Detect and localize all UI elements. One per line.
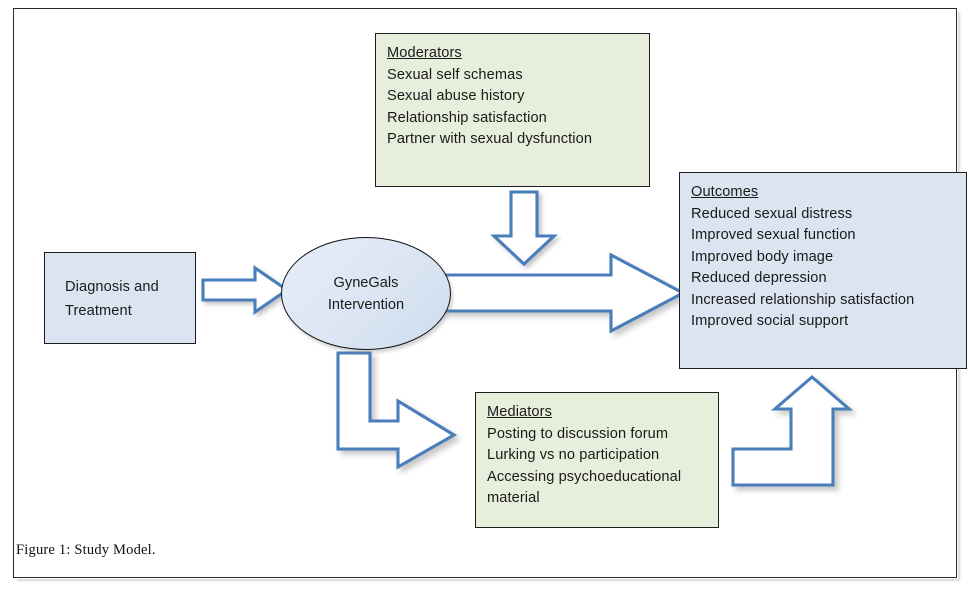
intervention-line-1: Intervention bbox=[327, 296, 405, 313]
moderators-header: Moderators bbox=[387, 45, 462, 61]
moderators-item-3: Partner with sexual dysfunction bbox=[387, 131, 593, 147]
mediators-item-0: Posting to discussion forum bbox=[487, 425, 669, 442]
arrow-intervention-to-mediators bbox=[336, 351, 458, 470]
diagnosis-treatment-box: Diagnosis and Treatment bbox=[44, 252, 196, 344]
moderators-item-0: Sexual self schemas bbox=[387, 66, 523, 83]
figure-caption: Figure 1: Study Model. bbox=[16, 542, 156, 558]
outcomes-item-1: Improved sexual function bbox=[691, 227, 856, 243]
outcomes-item-2: Improved body image bbox=[691, 248, 834, 265]
moderators-item-1: Sexual abuse history bbox=[387, 88, 525, 104]
mediators-header: Mediators bbox=[487, 404, 552, 420]
diagnosis-treatment-label: Diagnosis and Treatment bbox=[65, 275, 159, 323]
outcomes-item-5: Improved social support bbox=[691, 313, 849, 329]
moderators-item-2: Relationship satisfaction bbox=[387, 109, 547, 126]
diagnosis-line-0: Diagnosis and bbox=[65, 278, 159, 295]
outcomes-item-3: Reduced depression bbox=[691, 270, 827, 286]
moderators-box: Moderators Sexual self schemas Sexual ab… bbox=[375, 33, 650, 187]
mediators-item-1: Lurking vs no participation bbox=[487, 447, 660, 463]
gynegals-intervention-ellipse: GyneGals Intervention bbox=[281, 237, 451, 350]
arrow-mediators-to-outcomes bbox=[731, 374, 854, 487]
outcomes-item-0: Reduced sexual distress bbox=[691, 205, 853, 222]
outcomes-header: Outcomes bbox=[691, 184, 759, 200]
intervention-line-0: GyneGals bbox=[333, 274, 399, 291]
mediators-box: Mediators Posting to discussion forum Lu… bbox=[475, 392, 719, 528]
outcomes-item-4: Increased relationship satisfaction bbox=[691, 291, 915, 308]
arrow-diagnosis-to-intervention bbox=[201, 265, 290, 315]
outcomes-box: Outcomes Reduced sexual distress Improve… bbox=[679, 172, 967, 369]
diagnosis-line-1: Treatment bbox=[65, 302, 132, 319]
arrow-moderators-down bbox=[490, 190, 558, 267]
mediators-item-2: Accessing psychoeducational material bbox=[487, 468, 682, 507]
arrow-intervention-to-outcomes bbox=[441, 252, 687, 334]
